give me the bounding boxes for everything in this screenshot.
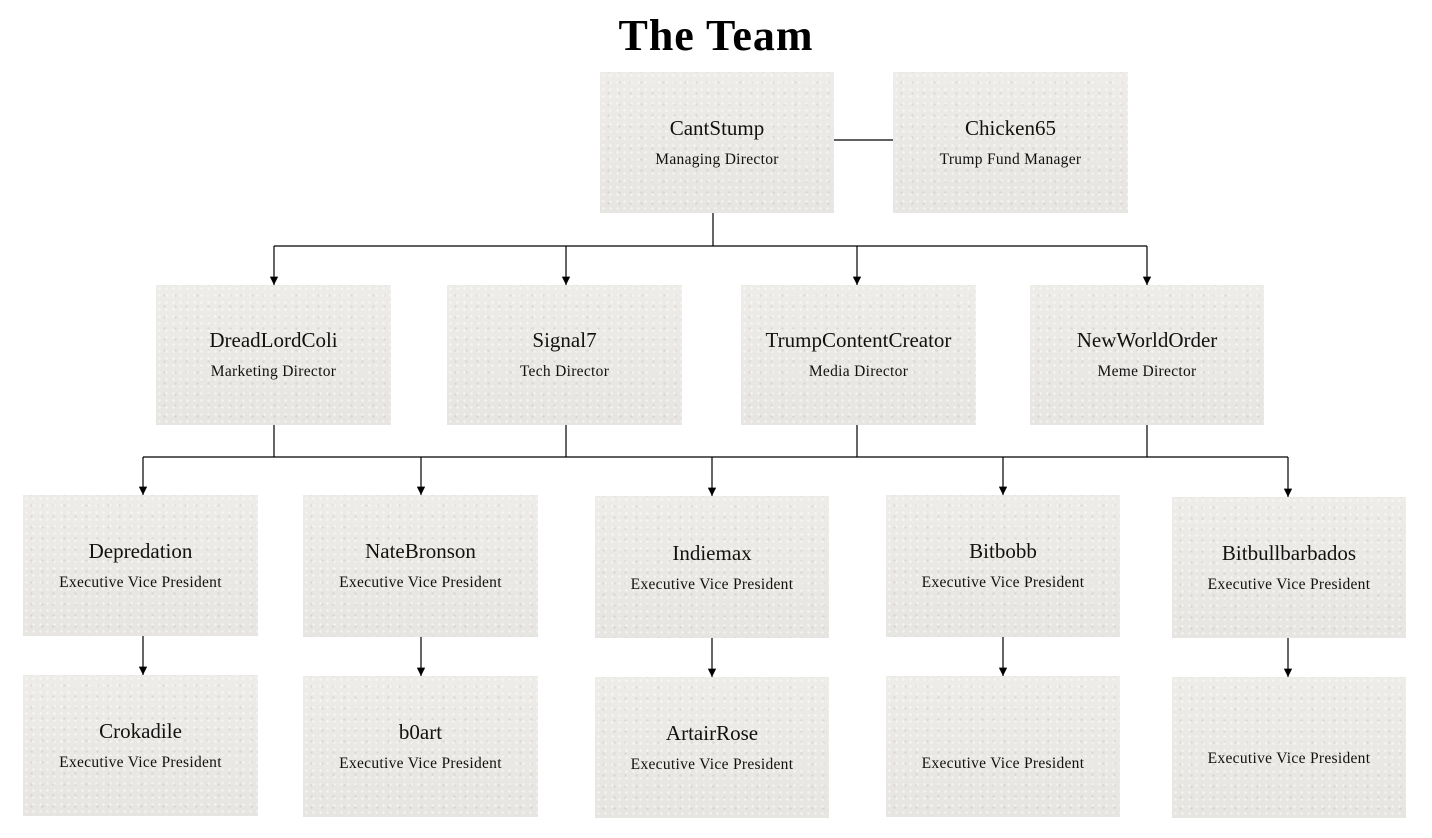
node-name: NewWorldOrder (1076, 328, 1218, 352)
node-role: Tech Director (519, 363, 610, 380)
node-role: Meme Director (1097, 363, 1197, 380)
node-dreadlordcoli: DreadLordColi Marketing Director (156, 285, 391, 425)
node-role: Executive Vice President (630, 576, 794, 593)
node-artairrose: ArtairRose Executive Vice President (595, 677, 829, 818)
node-cantstump: CantStump Managing Director (600, 72, 834, 213)
node-role: Executive Vice President (1207, 576, 1371, 593)
chart-title: The Team (618, 11, 814, 60)
node-b0art: b0art Executive Vice President (303, 676, 538, 817)
node-role: Executive Vice President (630, 756, 794, 773)
node-name: b0art (398, 720, 443, 744)
node-chicken65: Chicken65 Trump Fund Manager (893, 72, 1128, 213)
node-indiemax: Indiemax Executive Vice President (595, 496, 829, 638)
node-role: Managing Director (655, 151, 779, 168)
node-name: Bitbullbarbados (1221, 541, 1357, 565)
node-bitbullbarbados: Bitbullbarbados Executive Vice President (1172, 497, 1406, 638)
node-newworldorder: NewWorldOrder Meme Director (1030, 285, 1264, 425)
node-signal7: Signal7 Tech Director (447, 285, 682, 425)
node-trumpcontentcreator: TrumpContentCreator Media Director (741, 285, 976, 425)
node-role: Trump Fund Manager (939, 151, 1082, 168)
node-role: Executive Vice President (339, 574, 502, 591)
node-evp-unnamed-2: Executive Vice President (1172, 677, 1406, 818)
node-role: Executive Vice President (921, 574, 1085, 591)
node-name (1172, 715, 1406, 739)
node-name: DreadLordColi (209, 328, 338, 352)
node-role: Marketing Director (210, 363, 337, 380)
node-natebronson: NateBronson Executive Vice President (303, 495, 538, 637)
node-name: Indiemax (672, 541, 752, 565)
node-name: ArtairRose (665, 721, 759, 745)
node-role: Executive Vice President (59, 574, 222, 591)
node-role: Executive Vice President (921, 755, 1085, 772)
node-role: Executive Vice President (339, 755, 502, 772)
node-role: Executive Vice President (1207, 750, 1371, 767)
node-name: Depredation (88, 539, 193, 563)
node-role: Media Director (808, 363, 909, 380)
node-name: Bitbobb (969, 539, 1037, 563)
node-name: Crokadile (99, 719, 182, 743)
node-name (886, 720, 1120, 744)
node-name: NateBronson (365, 539, 476, 563)
node-name: CantStump (669, 116, 765, 140)
node-depredation: Depredation Executive Vice President (23, 495, 258, 636)
node-evp-unnamed-1: Executive Vice President (886, 676, 1120, 817)
node-name: Signal7 (532, 328, 597, 352)
node-name: Chicken65 (965, 116, 1056, 140)
node-bitbobb: Bitbobb Executive Vice President (886, 495, 1120, 637)
node-crokadile: Crokadile Executive Vice President (23, 675, 258, 816)
node-role: Executive Vice President (59, 754, 222, 771)
node-name: TrumpContentCreator (765, 328, 952, 352)
